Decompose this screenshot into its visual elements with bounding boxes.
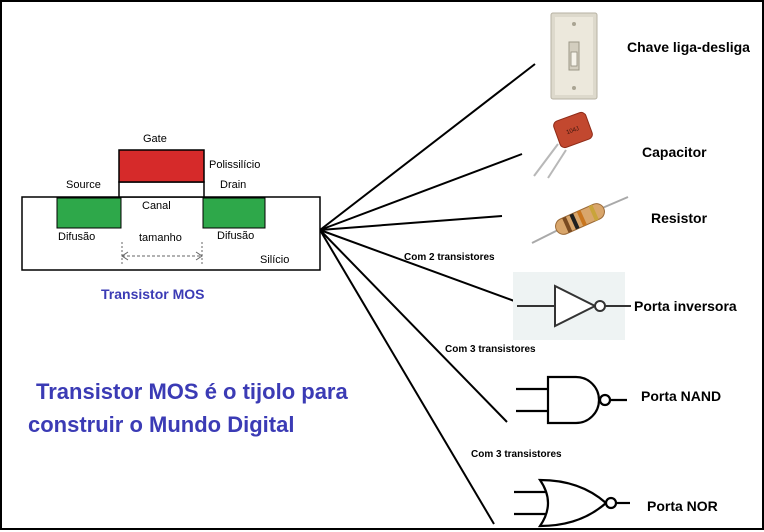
source-label: Source	[66, 179, 101, 191]
transistor-caption: Transistor MOS	[101, 286, 205, 302]
item-label-nor: Porta NOR	[647, 498, 718, 514]
note-inverter-transistors: Com 2 transistores	[404, 252, 495, 263]
connector-line-inverter	[319, 229, 518, 303]
connector-line-nor	[319, 229, 495, 525]
gate-polysilicon	[118, 149, 205, 183]
item-label-inverter: Porta inversora	[634, 298, 737, 314]
resistor-icon	[531, 196, 629, 244]
nor-gate-icon	[514, 478, 630, 528]
nand-gate-icon	[516, 375, 627, 425]
gate-label: Gate	[143, 133, 167, 145]
connector-line-nand	[319, 229, 508, 423]
diffusion-left-label: Difusão	[58, 231, 96, 243]
drain-label: Drain	[220, 179, 247, 191]
connector-line-resistor	[319, 215, 503, 231]
connector-line-switch	[319, 63, 536, 231]
inverter-gate-icon	[513, 272, 631, 340]
item-label-resistor: Resistor	[651, 210, 708, 226]
diffusion-right-label: Difusão	[217, 230, 255, 242]
connector-line-capacitor	[319, 153, 523, 231]
note-nand-transistors: Com 3 transistores	[445, 344, 536, 355]
headline-line-2: construir o Mundo Digital	[28, 412, 295, 437]
channel-label: Canal	[142, 200, 171, 212]
capacitor-icon: 104J	[533, 111, 593, 179]
gate-oxide	[118, 181, 205, 198]
mos-cross-section	[21, 149, 321, 271]
polysilicon-label: Polissilício	[209, 159, 261, 171]
headline-line-1: Transistor MOS é o tijolo para	[36, 379, 348, 404]
item-label-nand: Porta NAND	[641, 388, 722, 404]
diffusion-right	[202, 197, 266, 229]
diffusion-left	[56, 197, 122, 229]
svg-text:104J: 104J	[566, 126, 580, 136]
item-label-capacitor: Capacitor	[642, 144, 707, 160]
channel-length-label: tamanho	[139, 232, 182, 244]
note-nor-transistors: Com 3 transistores	[471, 449, 562, 460]
light-switch-icon	[550, 12, 598, 100]
silicon-label: Silício	[260, 254, 290, 266]
item-label-switch: Chave liga-desliga	[627, 39, 750, 55]
